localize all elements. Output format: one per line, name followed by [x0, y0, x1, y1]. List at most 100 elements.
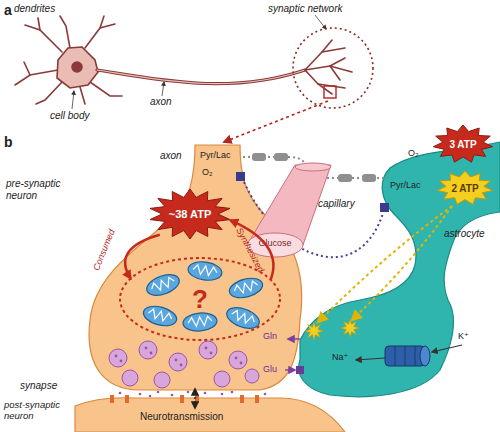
neuron-illustration — [25, 25, 62, 52]
ion-pump — [356, 345, 462, 366]
metabolite-label: Pyr/Lac — [390, 180, 421, 190]
metabolite-label: Glu — [263, 364, 277, 374]
transport-paths — [318, 206, 452, 322]
edge-label: Consumed — [91, 228, 117, 272]
node-text-box: ~38 ATP — [148, 188, 232, 240]
neurotransmitter-dots — [150, 352, 153, 355]
node-text: ? — [192, 285, 208, 314]
neurotransmitter-dots — [235, 357, 238, 360]
neurotransmitter-dots — [157, 391, 160, 394]
ion-pump — [432, 345, 462, 352]
transport-paths — [243, 157, 452, 322]
neuron-illustration — [60, 16, 70, 48]
leader-lines — [72, 91, 74, 109]
starburst-shape — [437, 171, 492, 204]
process-label: Neurotransmission — [140, 411, 223, 423]
neuron-illustration — [305, 70, 332, 94]
synaptic-vesicles — [122, 370, 138, 386]
neuron-illustration — [322, 48, 345, 52]
mitochondria — [141, 303, 179, 329]
mitochondria — [144, 271, 182, 300]
neurotransmitter-dots — [187, 391, 190, 394]
neurotransmitter-dots — [175, 359, 178, 362]
synaptic-vesicles — [109, 341, 259, 388]
leader-lines — [162, 82, 164, 96]
neurotransmitter-dots — [231, 391, 234, 394]
neuron-illustration — [97, 70, 305, 84]
neurotransmitter-dots — [204, 392, 207, 395]
receptors — [110, 395, 259, 403]
leader-lines — [72, 15, 326, 109]
atp-sparks — [305, 319, 359, 340]
node-text-box: 3 ATP — [432, 124, 494, 164]
transporters — [380, 203, 389, 212]
part-label: cell body — [50, 110, 89, 122]
mitochondria — [182, 312, 217, 333]
metabolite-label: Gln — [263, 331, 277, 341]
neurotransmitter-dots — [139, 393, 142, 396]
neurotransmitter-dots — [115, 347, 267, 398]
neuron-illustration — [305, 66, 352, 72]
mitochondria — [187, 260, 223, 283]
neuron-illustration — [72, 62, 82, 72]
metabolite-label: O₂ — [202, 167, 213, 177]
zoom-arrow — [224, 101, 328, 142]
ion-pump — [420, 346, 430, 366]
neuron-illustration — [15, 16, 352, 104]
node-text: Glucose — [247, 239, 303, 249]
node-text-box: Glucose — [247, 239, 303, 249]
neuron-illustration — [305, 40, 332, 70]
synaptic-vesicles — [154, 372, 170, 388]
synaptic-vesicles — [109, 349, 127, 367]
transporters — [236, 172, 245, 181]
receptors — [110, 395, 114, 403]
glutamine-cycle — [285, 339, 300, 370]
ion-pump — [395, 346, 396, 366]
zoom-circle — [293, 28, 373, 108]
part-label: dendrites — [14, 3, 55, 15]
atp-sparks — [305, 322, 323, 340]
ion-pump — [415, 346, 416, 366]
neuron-illustration — [330, 66, 340, 80]
transporters — [362, 174, 376, 182]
neurotransmitter-dots — [240, 362, 243, 365]
transport-paths — [322, 177, 388, 179]
zoom-square — [324, 86, 336, 98]
node-text-box: 2 ATP — [436, 170, 494, 206]
transporters — [338, 174, 352, 182]
atp-burst: 2 ATP — [436, 170, 494, 206]
part-label: pre-synaptic neuron — [6, 178, 86, 201]
transporters — [296, 366, 304, 374]
neurotransmitter-dots — [115, 355, 118, 358]
ion-pump — [356, 358, 385, 360]
metabolite-label: Pyr/Lac — [200, 150, 231, 160]
part-label: synapse — [20, 380, 57, 392]
receptors — [255, 395, 259, 403]
neuron-illustration — [57, 47, 98, 88]
neurotransmitter-dots — [171, 394, 174, 397]
neurotransmitter-dots — [264, 393, 267, 396]
starburst-shape — [150, 189, 230, 239]
neuron-illustration — [24, 62, 30, 75]
part-label: capillary — [318, 198, 355, 210]
leader-lines — [315, 15, 326, 29]
neurotransmitter-dots — [120, 360, 123, 363]
ion-pump — [385, 346, 425, 366]
neurotransmitter-dots — [221, 393, 224, 396]
neurotransmission-arrow — [194, 389, 195, 408]
synaptic-vesicles — [245, 369, 259, 383]
part-label: astrocyte — [444, 228, 485, 240]
atp-burst: ~38 ATP — [148, 188, 232, 240]
synaptic-vesicles — [214, 371, 230, 387]
neurotransmitter-dots — [149, 395, 152, 398]
capillary-vessel: Glucose — [245, 165, 335, 260]
mitochondria — [141, 260, 265, 333]
receptors — [180, 395, 184, 403]
atp-burst: 3 ATP — [432, 124, 494, 164]
neuron-illustration — [100, 16, 104, 28]
neuron-illustration — [36, 82, 62, 104]
part-label: synaptic network — [268, 3, 342, 15]
neurotransmitter-dots — [205, 347, 208, 350]
